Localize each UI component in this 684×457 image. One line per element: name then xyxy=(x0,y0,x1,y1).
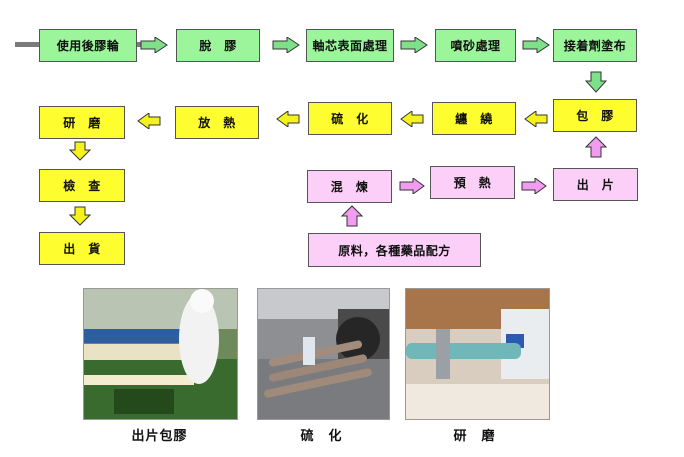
arrow-down-icon xyxy=(69,206,91,226)
arrow-right-icon xyxy=(140,37,168,53)
caption-vulcanization: 硫 化 xyxy=(300,429,343,444)
stage-preheating: 預 熱 xyxy=(430,166,515,199)
arrow-left-icon xyxy=(400,111,424,127)
stage-heat-release: 放 熱 xyxy=(175,106,259,139)
arrow-down-icon xyxy=(69,141,91,161)
arrow-up-icon xyxy=(585,136,607,158)
stage-winding: 纏 繞 xyxy=(432,102,516,135)
arrow-down-icon xyxy=(585,71,607,93)
stage-shipping: 出 貨 xyxy=(39,232,125,265)
stage-sheeting: 出 片 xyxy=(553,168,638,201)
arrow-right-icon xyxy=(521,178,547,194)
arrow-right-icon xyxy=(522,37,550,53)
stage-raw-materials: 原料，各種藥品配方 xyxy=(308,233,481,267)
arrow-right-icon xyxy=(399,178,425,194)
stage-inspection: 檢 查 xyxy=(39,169,125,202)
arrow-left-icon xyxy=(137,113,161,129)
photo-vulcanization xyxy=(257,288,390,420)
arrow-right-icon xyxy=(272,37,300,53)
roller-shaft-left xyxy=(15,42,39,47)
stage-vulcanization: 硫 化 xyxy=(308,102,392,135)
stage-sandblasting: 噴砂處理 xyxy=(435,29,516,62)
stage-wrapping-rubber: 包 膠 xyxy=(553,99,637,132)
stage-core-surface-treatment: 軸芯表面處理 xyxy=(306,29,394,62)
stage-grinding: 研 磨 xyxy=(39,106,125,139)
caption-grinding: 研 磨 xyxy=(453,429,496,444)
arrow-up-icon xyxy=(341,205,363,227)
arrow-left-icon xyxy=(524,111,548,127)
stage-adhesive-coating: 接着劑塗布 xyxy=(553,29,637,62)
photo-sheeting-wrapping xyxy=(83,288,238,420)
arrow-left-icon xyxy=(276,111,300,127)
caption-sheeting-wrapping: 出片包膠 xyxy=(131,429,188,444)
stage-used-roller: 使用後膠輪 xyxy=(39,29,137,62)
arrow-right-icon xyxy=(400,37,428,53)
photo-grinding xyxy=(405,288,550,420)
stage-rubber-removal: 脫 膠 xyxy=(176,29,260,62)
stage-mixing: 混 煉 xyxy=(307,170,392,203)
